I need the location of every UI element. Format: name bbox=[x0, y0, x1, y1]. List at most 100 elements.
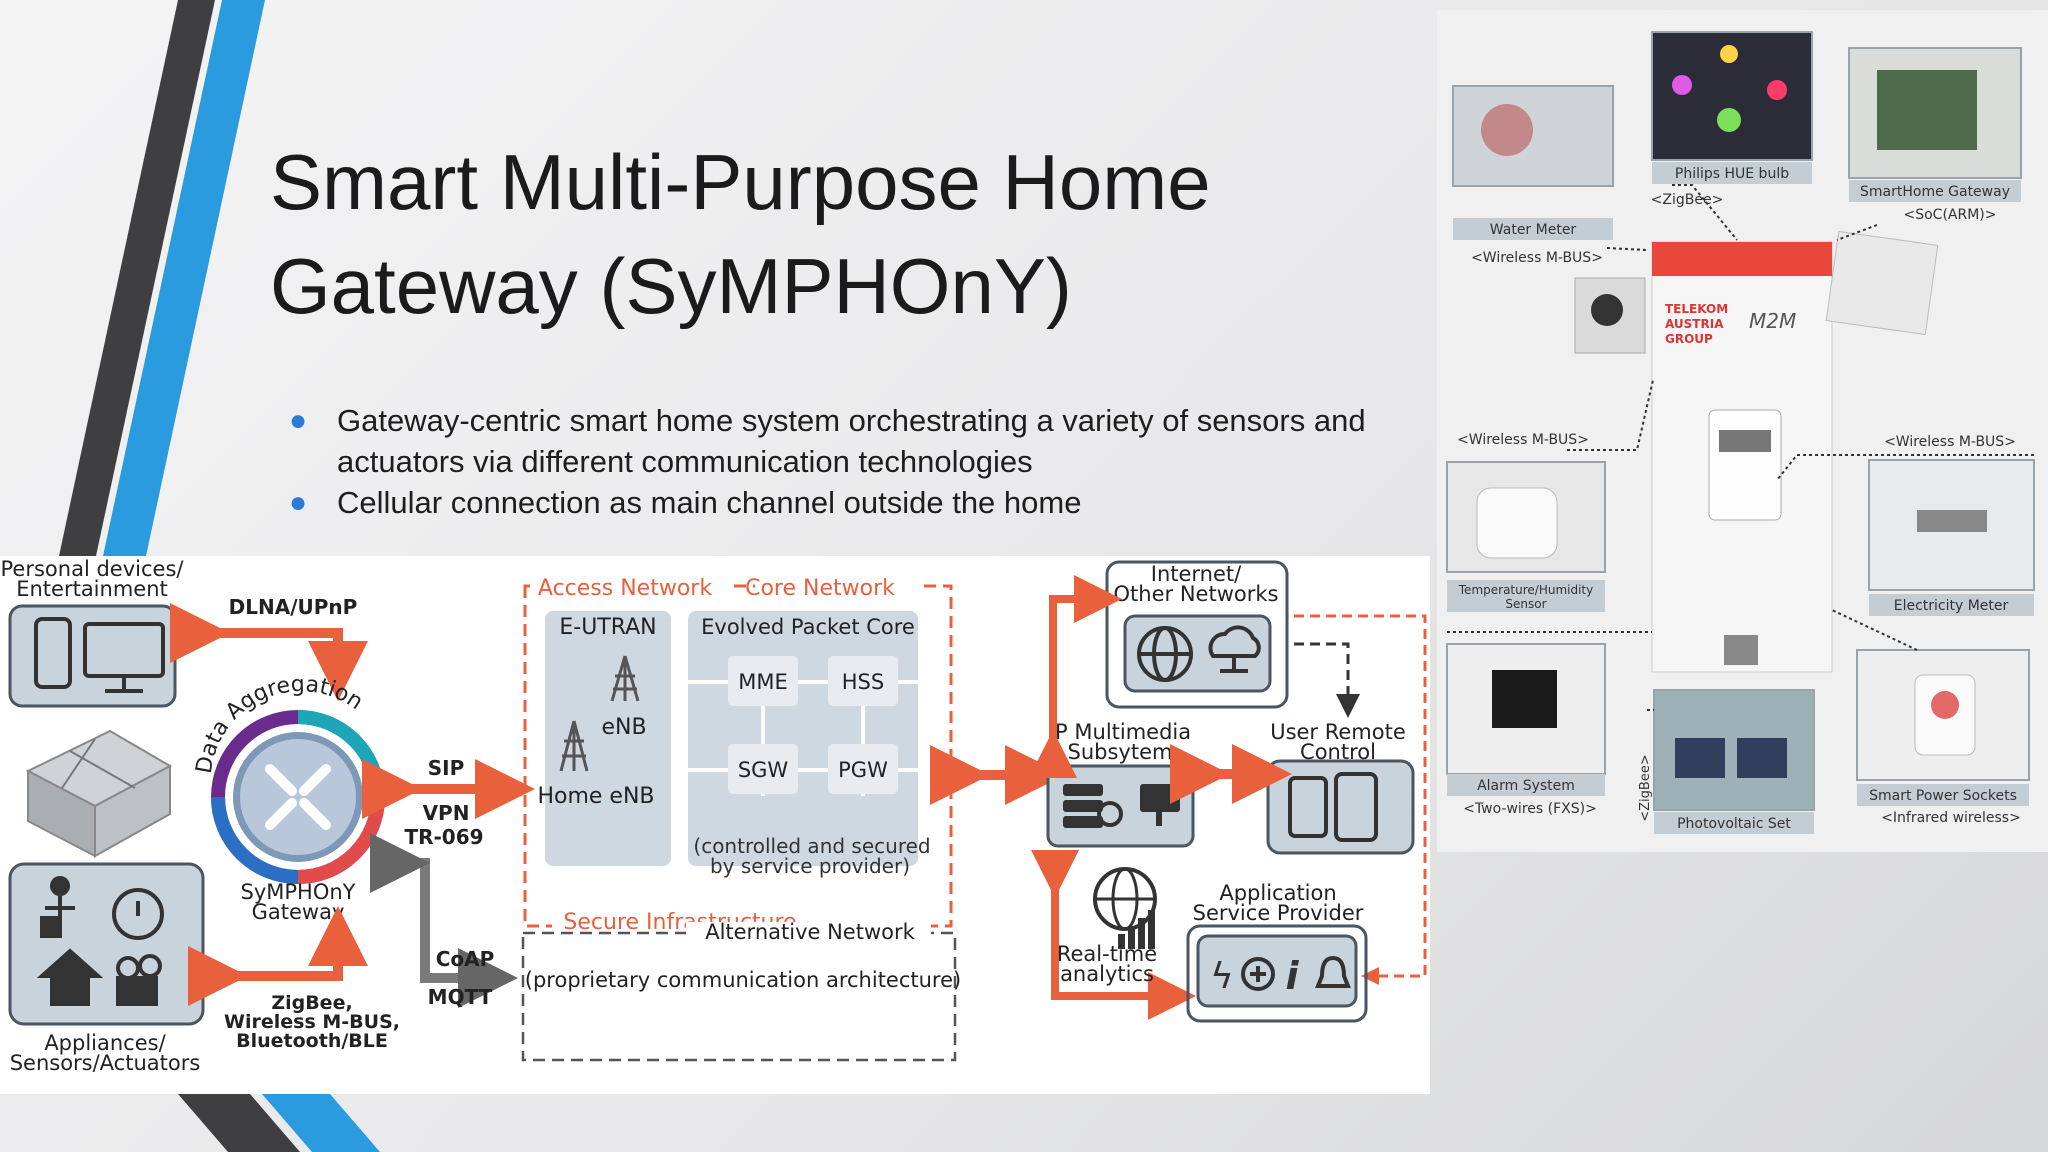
infrared-label: <Infrared wireless> bbox=[1881, 810, 2021, 826]
appliances-box bbox=[8, 862, 205, 1026]
remote-phone-icon bbox=[1288, 772, 1378, 842]
two-wires-label: <Two-wires (FXS)> bbox=[1463, 801, 1597, 817]
tr069-label: TR-069 bbox=[404, 825, 483, 849]
user-remote-label: User Remote bbox=[1270, 720, 1406, 744]
analytics-globe-icon bbox=[1093, 867, 1157, 949]
realtime-label: Real-time bbox=[1057, 942, 1157, 966]
zigbee-label-1: <ZigBee> bbox=[1651, 192, 1724, 208]
water-meter-caption-bg bbox=[1453, 218, 1613, 240]
hardware-photo-panel: TELEKOM AUSTRIA GROUP M2M Water Meter <W… bbox=[1437, 10, 2048, 852]
zigbee-label-2: <ZigBee> bbox=[1638, 754, 1653, 821]
telekom-label-3: GROUP bbox=[1665, 332, 1713, 346]
hss-box bbox=[828, 656, 898, 706]
photovoltaic-image bbox=[1653, 689, 1815, 811]
bullet-item: ●Cellular connection as main channel out… bbox=[285, 482, 1435, 523]
mqtt-label: MQTT bbox=[428, 985, 493, 1009]
internet-label: Internet/ bbox=[1151, 562, 1242, 586]
mme-box bbox=[728, 656, 798, 706]
gateway-label: SyMPHOnY bbox=[241, 880, 356, 904]
photo-connectors bbox=[1447, 184, 2034, 711]
gateway-hub: Data Aggregation SyMPHOnY Gateway bbox=[192, 672, 385, 924]
water-meter-image bbox=[1452, 85, 1614, 187]
personal-devices-group: Personal devices/ Entertainment bbox=[1, 557, 185, 708]
sgw-label: SGW bbox=[738, 758, 789, 782]
architecture-diagram: Personal devices/ Entertainment DLNA/UPn… bbox=[0, 556, 1430, 1094]
smarthome-gateway-label: SmartHome Gateway bbox=[1860, 184, 2010, 200]
temp-humidity-label-2: Sensor bbox=[1505, 597, 1546, 611]
wireless-mbus-label-3: <Wireless M-BUS> bbox=[1884, 434, 2016, 450]
temp-humidity-label: Temperature/Humidity bbox=[1458, 583, 1593, 597]
realtime-label-2: analytics bbox=[1060, 962, 1154, 986]
water-meter-label: Water Meter bbox=[1490, 222, 1577, 238]
internet-label-2: Other Networks bbox=[1114, 582, 1279, 606]
m2m-label: M2M bbox=[1749, 309, 1796, 333]
bullet-dot-icon: ● bbox=[289, 486, 308, 519]
diagram-canvas: Personal devices/ Entertainment DLNA/UPn… bbox=[1, 557, 1427, 1075]
hss-label: HSS bbox=[842, 670, 884, 694]
app-provider-label-2: Service Provider bbox=[1193, 901, 1364, 925]
app-provider-frame bbox=[1186, 924, 1368, 1023]
slide-title: Smart Multi-Purpose Home Gateway (SyMPHO… bbox=[270, 130, 1370, 338]
bullet-list: ●Gateway-centric smart home system orche… bbox=[285, 400, 1435, 523]
internet-provider-dashed bbox=[1294, 614, 1427, 985]
eutran-box bbox=[545, 611, 671, 866]
analytics-arrow bbox=[1031, 850, 1196, 1020]
appliances-label: Appliances/ bbox=[44, 1031, 166, 1055]
sip-label: SIP bbox=[428, 756, 465, 780]
personal-devices-label: Personal devices/ bbox=[1, 557, 185, 581]
epc-label: Evolved Packet Core bbox=[701, 615, 915, 639]
wireless-mbus-label-2: <Wireless M-BUS> bbox=[1457, 432, 1589, 448]
telekom-label: TELEKOM bbox=[1665, 302, 1728, 316]
access-network-label: Access Network bbox=[538, 576, 712, 601]
cabinet-image: TELEKOM AUSTRIA GROUP M2M bbox=[1574, 230, 1939, 673]
photovoltaic-label: Photovoltaic Set bbox=[1677, 816, 1791, 832]
app-provider-label: Application bbox=[1219, 881, 1336, 905]
wireless-mbus-label-1: <Wireless M-BUS> bbox=[1471, 250, 1603, 266]
app-provider-box bbox=[1196, 934, 1358, 1008]
ims-internet-arrow bbox=[1029, 575, 1122, 778]
zigbee-label-3: Bluetooth/BLE bbox=[236, 1030, 388, 1052]
zigbee-label: ZigBee, bbox=[271, 992, 352, 1014]
alternative-network-label: Alternative Network bbox=[705, 920, 915, 944]
dlna-arrow: DLNA/UPnP bbox=[170, 595, 368, 701]
appliances-label-2: Sensors/Actuators bbox=[10, 1051, 201, 1075]
philips-hue-label: Philips HUE bulb bbox=[1675, 166, 1789, 182]
mme-label: MME bbox=[738, 670, 788, 694]
alternative-network-frame bbox=[521, 931, 957, 1062]
controlled-label: (controlled and secured bbox=[693, 834, 930, 858]
epc-box bbox=[688, 611, 918, 866]
info-icon: i bbox=[1285, 954, 1299, 998]
title-line-2: Gateway (SyMPHOnY) bbox=[270, 242, 1072, 330]
vpn-label: VPN bbox=[423, 801, 470, 825]
electricity-meter-label: Electricity Meter bbox=[1894, 598, 2009, 614]
eutran-label: E-UTRAN bbox=[559, 615, 656, 640]
appliances-icons bbox=[36, 876, 164, 1006]
proprietary-label: (proprietary communication architecture) bbox=[525, 968, 961, 992]
sgw-box bbox=[728, 744, 798, 794]
alarm-system-label: Alarm System bbox=[1477, 778, 1575, 794]
antenna-icon bbox=[610, 655, 640, 702]
antenna-icon-2 bbox=[559, 720, 589, 772]
house-floorplan-image bbox=[25, 729, 173, 858]
coap-arrow bbox=[370, 833, 518, 1008]
photo-canvas: TELEKOM AUSTRIA GROUP M2M Water Meter <W… bbox=[1446, 31, 2035, 834]
bolt-icon: ϟ bbox=[1210, 956, 1234, 997]
pgw-label: PGW bbox=[838, 758, 888, 782]
globe-cloud-icon bbox=[1137, 625, 1261, 682]
internet-remote-dashed bbox=[1294, 642, 1360, 718]
telekom-label-2: AUSTRIA bbox=[1665, 317, 1724, 331]
enb-label: eNB bbox=[601, 715, 646, 740]
appliances-group: Appliances/ Sensors/Actuators bbox=[8, 862, 205, 1075]
phone-tv-icon bbox=[34, 617, 165, 693]
title-line-1: Smart Multi-Purpose Home bbox=[270, 138, 1211, 226]
service-icons: ϟ i bbox=[1210, 954, 1351, 998]
bullet-item: ●Gateway-centric smart home system orche… bbox=[285, 400, 1435, 482]
soc-arm-label: <SoC(ARM)> bbox=[1904, 207, 1997, 223]
controlled-label-2: by service provider) bbox=[710, 854, 910, 878]
gateway-icon bbox=[265, 764, 331, 830]
ims-label-2: Subsytem bbox=[1068, 740, 1173, 764]
zigbee-label-2: Wireless M-BUS, bbox=[224, 1011, 400, 1033]
gateway-label-2: Gateway bbox=[252, 900, 345, 924]
home-enb-label: Home eNB bbox=[537, 784, 654, 809]
